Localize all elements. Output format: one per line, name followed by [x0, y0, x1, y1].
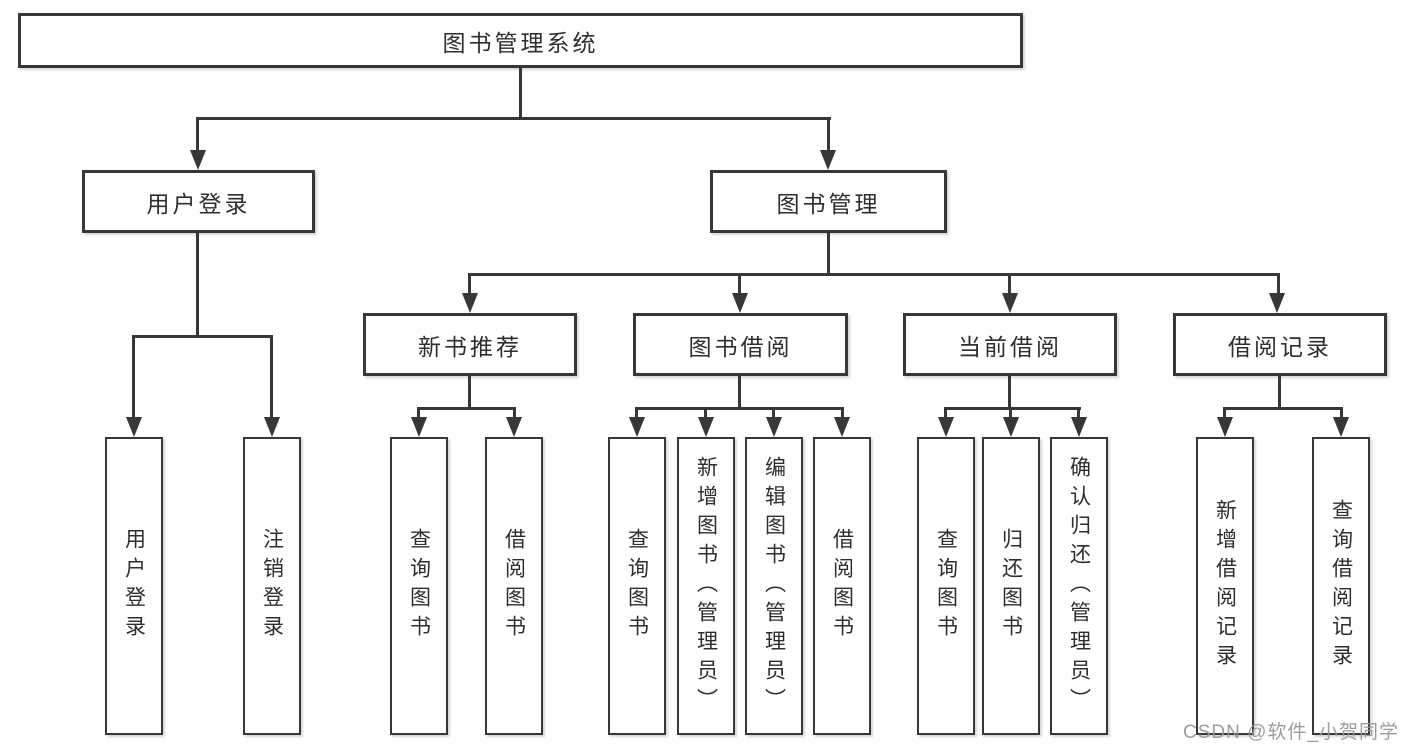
leaf-user-login-label: 用户登录 — [122, 528, 146, 644]
node-book-borrowing-label: 图书借阅 — [688, 333, 793, 360]
connector-user-login-bus — [132, 335, 273, 338]
connector-groupC-stem-3 — [1077, 407, 1080, 421]
leaf-user-login: 用户登录 — [105, 437, 163, 735]
connector-groupD-stem-1 — [1223, 407, 1226, 421]
connector-groupC-bus — [944, 407, 1081, 410]
arrow-groupB-3 — [766, 417, 782, 437]
node-borrowing-records: 借阅记录 — [1173, 313, 1387, 376]
connector-groupA-stem-2 — [513, 407, 516, 421]
connector-stem-current-borrow — [1008, 273, 1011, 297]
connector-groupB-stem-3 — [772, 407, 775, 421]
arrow-groupA-2 — [506, 417, 522, 437]
leaf-edit-books-admin: 编辑图书（管理员） — [745, 437, 803, 735]
connector-groupB-stem-1 — [635, 407, 638, 421]
leaf-borrow-books-a-label: 借阅图书 — [502, 528, 526, 644]
arrow-groupD-2 — [1333, 417, 1349, 437]
arrow-groupC-2 — [1003, 417, 1019, 437]
connector-groupB-stub — [738, 376, 741, 407]
csdn-watermark: CSDN @软件_小贺同学 — [1183, 722, 1399, 743]
arrow-borrow-records — [1269, 293, 1285, 313]
connector-stem-new-books — [468, 273, 471, 297]
node-current-borrowing: 当前借阅 — [903, 313, 1117, 376]
node-root-system-label: 图书管理系统 — [442, 29, 599, 56]
arrow-groupA-1 — [411, 417, 427, 437]
leaf-query-borrow-record-label: 查询借阅记录 — [1329, 499, 1353, 673]
leaf-borrow-books-b: 借阅图书 — [813, 437, 871, 735]
node-new-book-recommend: 新书推荐 — [363, 313, 577, 376]
leaf-add-books-admin-label: 新增图书（管理员） — [694, 455, 718, 717]
connector-groupD-stem-2 — [1340, 407, 1343, 421]
connector-groupD-bus — [1223, 407, 1343, 410]
leaf-logout-label: 注销登录 — [260, 528, 284, 644]
arrow-book-mgmt — [820, 150, 836, 170]
leaf-query-borrow-record: 查询借阅记录 — [1312, 437, 1370, 735]
connector-stem-login-leaf — [132, 335, 135, 421]
connector-groupA-stem-1 — [417, 407, 420, 421]
node-user-login-label: 用户登录 — [146, 190, 251, 217]
node-book-borrowing: 图书借阅 — [633, 313, 848, 376]
arrow-groupB-1 — [629, 417, 645, 437]
connector-groupC-stem-1 — [944, 407, 947, 421]
leaf-add-borrow-record: 新增借阅记录 — [1196, 437, 1254, 735]
connector-groupA-bus — [417, 407, 516, 410]
connector-groupC-stub — [1008, 376, 1011, 407]
node-book-management-label: 图书管理 — [776, 190, 881, 217]
node-current-borrowing-label: 当前借阅 — [958, 333, 1062, 360]
leaf-query-books-b-label: 查询图书 — [625, 528, 649, 644]
arrow-logout-leaf — [264, 417, 280, 437]
connector-stem-logout-leaf — [270, 335, 273, 421]
arrow-groupB-2 — [698, 417, 714, 437]
node-book-management: 图书管理 — [710, 170, 947, 233]
arrow-groupC-1 — [938, 417, 954, 437]
connector-book-mgmt-stub — [827, 233, 830, 273]
arrow-groupD-1 — [1217, 417, 1233, 437]
node-root-system: 图书管理系统 — [18, 13, 1023, 68]
connector-stem-user-login — [196, 117, 199, 153]
leaf-query-books-a-label: 查询图书 — [407, 528, 431, 644]
node-user-login: 用户登录 — [82, 170, 315, 233]
arrow-login-leaf — [126, 417, 142, 437]
leaf-confirm-return-admin: 确认归还（管理员） — [1050, 437, 1108, 735]
arrow-groupC-3 — [1071, 417, 1087, 437]
arrow-book-borrow — [732, 293, 748, 313]
connector-groupC-stem-2 — [1009, 407, 1012, 421]
leaf-add-borrow-record-label: 新增借阅记录 — [1213, 499, 1237, 673]
leaf-borrow-books-b-label: 借阅图书 — [830, 528, 854, 644]
connector-root-stub — [519, 68, 522, 117]
leaf-logout: 注销登录 — [243, 437, 301, 735]
leaf-query-books-c: 查询图书 — [917, 437, 975, 735]
leaf-borrow-books-a: 借阅图书 — [485, 437, 543, 735]
leaf-query-books-c-label: 查询图书 — [934, 528, 958, 644]
leaf-query-books-b: 查询图书 — [608, 437, 666, 735]
connector-groupB-stem-2 — [704, 407, 707, 421]
arrow-new-books — [462, 293, 478, 313]
connector-book-mgmt-bus — [468, 273, 1280, 276]
arrow-current-borrow — [1002, 293, 1018, 313]
connector-groupD-stub — [1278, 376, 1281, 407]
connector-root-bus — [196, 117, 831, 120]
connector-user-login-stub — [196, 233, 199, 335]
arrow-groupB-4 — [834, 417, 850, 437]
connector-stem-book-mgmt — [827, 117, 830, 153]
leaf-return-books-label: 归还图书 — [999, 528, 1023, 644]
leaf-edit-books-admin-label: 编辑图书（管理员） — [762, 455, 786, 717]
node-new-book-recommend-label: 新书推荐 — [418, 333, 522, 360]
connector-stem-borrow-records — [1277, 273, 1280, 297]
connector-groupB-bus — [635, 407, 844, 410]
connector-groupB-stem-4 — [841, 407, 844, 421]
node-borrowing-records-label: 借阅记录 — [1228, 333, 1332, 360]
connector-groupA-stub — [468, 376, 471, 407]
leaf-add-books-admin: 新增图书（管理员） — [677, 437, 735, 735]
leaf-return-books: 归还图书 — [982, 437, 1040, 735]
leaf-confirm-return-admin-label: 确认归还（管理员） — [1067, 455, 1091, 717]
arrow-user-login — [190, 150, 206, 170]
connector-stem-book-borrow — [738, 273, 741, 297]
leaf-query-books-a: 查询图书 — [390, 437, 448, 735]
